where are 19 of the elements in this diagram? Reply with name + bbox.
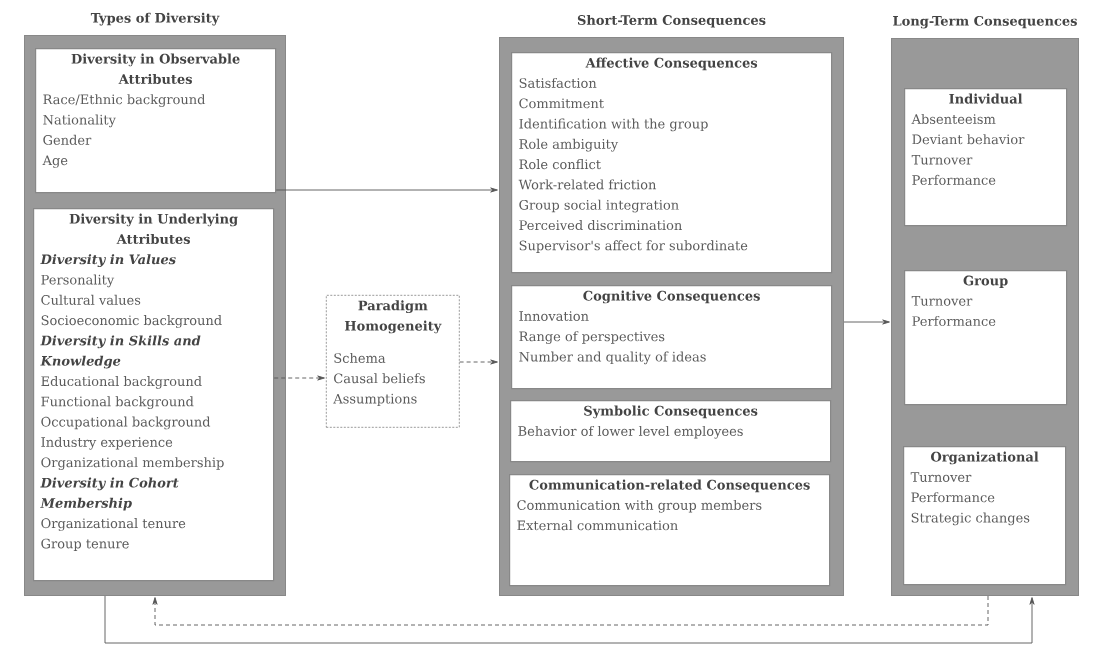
arrow [273, 375, 325, 381]
arrow [843, 319, 890, 325]
text-box: Diversity in Observable Attributes Race/Ethnic background Nationality Gender Age [35, 48, 277, 194]
arrow [152, 595, 989, 626]
dashed-box: Paradigm Homogeneity Schema Causal beliefs Assumptions [326, 295, 460, 428]
text-box: Cognitive Consequences Innovation Range of perspectives Number and quality of ideas [511, 285, 833, 390]
text-box: Group Turnover Performance [904, 270, 1068, 406]
text-box: Symbolic Consequences Behavior of lower level employees [510, 400, 832, 463]
node-label: Types of Diversity [90, 12, 220, 26]
text-box: Organizational Turnover Performance Strategic changes [903, 446, 1067, 586]
node-label: Short-Term Consequences [577, 14, 766, 28]
arrow [104, 595, 1035, 644]
text-box: Diversity in Underlying Attributes Diversity in Values Personality Cultural values Socioeconomic background Diversity in Skills and Knowledge Educational background Functional background Occupational background Industry experience Organizational membership Diversity in Cohort Membership Organizational tenure Group tenure [33, 208, 275, 582]
text-box: Communication-related Consequences Communication with group members External communication [509, 474, 831, 587]
text-box: Individual Absenteeism Deviant behavior Turnover Performance [904, 88, 1068, 227]
node-label: Long-Term Consequences [893, 15, 1077, 29]
text-box: Affective Consequences Satisfaction Commitment Identification with the group Role ambiguity Role conflict Work-related friction Group social integration Perceived discrimination Supervisor's affect for subordinate [511, 52, 833, 274]
arrow [459, 359, 498, 365]
arrow [275, 187, 498, 193]
